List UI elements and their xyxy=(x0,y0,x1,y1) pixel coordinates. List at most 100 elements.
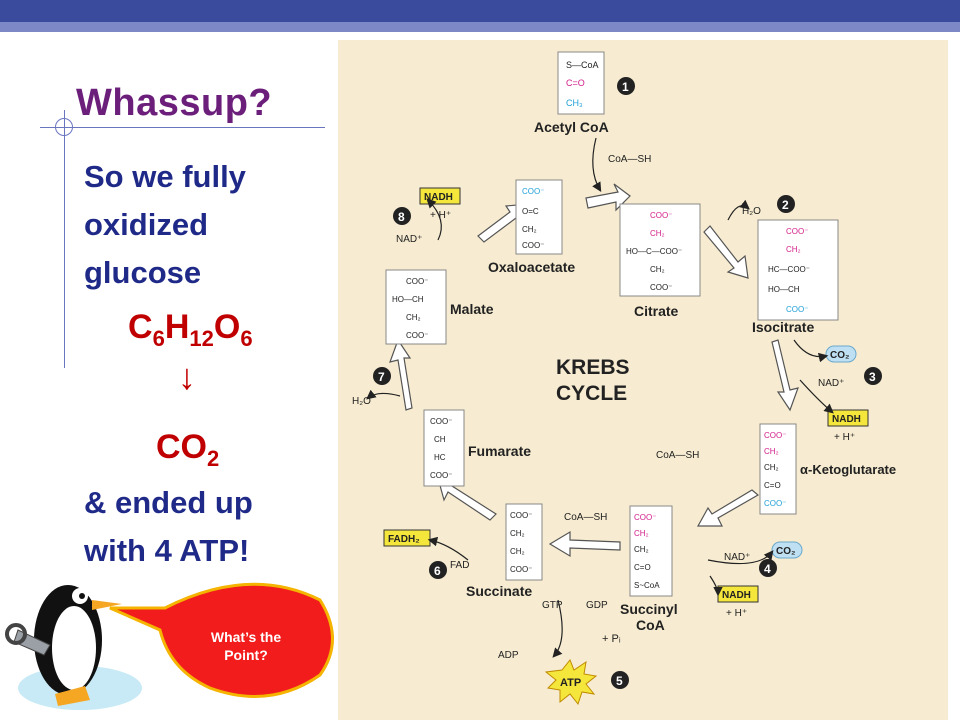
co2-1: CO₂ xyxy=(830,350,849,361)
nadh-3: NADH xyxy=(722,590,751,601)
step-1: 1 xyxy=(622,80,629,94)
svg-text:CH₂: CH₂ xyxy=(510,529,525,538)
rule-circle-decoration xyxy=(55,118,73,136)
penguin-foot xyxy=(55,686,90,706)
svg-text:COO⁻: COO⁻ xyxy=(510,565,532,574)
ketoglutarate-label: α-Ketoglutarate xyxy=(800,462,896,477)
krebs-cycle-diagram: S—CoA C=O CH₃ Acetyl CoA 1 CoA—SH COO⁻ O… xyxy=(338,40,948,720)
top-bar xyxy=(0,0,960,22)
malate-structure xyxy=(385,269,447,345)
gtp: GTP xyxy=(542,600,563,611)
atp-starburst xyxy=(544,659,598,706)
svg-text:COO⁻: COO⁻ xyxy=(406,277,428,286)
svg-text:CH₂: CH₂ xyxy=(406,313,421,322)
fumarate-label: Fumarate xyxy=(468,443,531,459)
body-line-5: with 4 ATP! xyxy=(84,533,250,568)
nadh-1: NADH xyxy=(424,192,453,203)
co2-2: CO₂ xyxy=(776,546,795,557)
svg-text:HO—CH: HO—CH xyxy=(768,285,800,294)
coa-sh-1: CoA—SH xyxy=(608,154,651,165)
body-line-3: glucose xyxy=(84,255,202,290)
svg-text:COO⁻: COO⁻ xyxy=(430,471,452,480)
svg-text:S—CoA: S—CoA xyxy=(566,60,599,70)
svg-text:CH: CH xyxy=(434,435,446,444)
svg-text:HC—COO⁻: HC—COO⁻ xyxy=(768,265,810,274)
ketoglutarate-structure xyxy=(759,423,797,515)
gdp: GDP xyxy=(586,600,608,611)
step-3: 3 xyxy=(869,370,876,384)
side-rule xyxy=(64,110,65,368)
top-bar-accent xyxy=(0,22,960,32)
svg-text:CH₂: CH₂ xyxy=(650,265,665,274)
body-line-4: & ended up xyxy=(84,485,253,520)
svg-text:CH₂: CH₂ xyxy=(510,547,525,556)
succinate-label: Succinate xyxy=(466,583,532,599)
svg-text:COO⁻: COO⁻ xyxy=(786,305,808,314)
citrate-structure xyxy=(619,203,701,297)
coa-sh-2: CoA—SH xyxy=(656,450,699,461)
step-5: 5 xyxy=(616,674,623,688)
cycle-arrows xyxy=(389,183,799,558)
step-2: 2 xyxy=(782,198,789,212)
nad-2: NAD⁺ xyxy=(818,378,844,389)
svg-text:CH₂: CH₂ xyxy=(786,245,801,254)
penguin-illustration xyxy=(5,582,334,710)
oxaloacetate-structure xyxy=(515,179,563,255)
hplus-3: + H⁺ xyxy=(726,608,747,619)
title-rule xyxy=(40,127,325,128)
svg-text:O=C: O=C xyxy=(522,207,539,216)
citrate-label: Citrate xyxy=(634,303,679,319)
svg-text:COO⁻: COO⁻ xyxy=(522,187,544,196)
atp: ATP xyxy=(560,677,581,689)
slide-title: Whassup? xyxy=(76,82,273,124)
body-line-2: oxidized xyxy=(84,207,209,242)
nadh-2: NADH xyxy=(832,414,861,425)
penguin-beak xyxy=(92,600,122,610)
svg-text:COO⁻: COO⁻ xyxy=(522,241,544,250)
step-6: 6 xyxy=(434,564,441,578)
succinate-structure xyxy=(505,503,543,581)
succinyl-coa-structure xyxy=(629,505,673,597)
step-8: 8 xyxy=(398,210,405,224)
hplus-1: + H⁺ xyxy=(430,210,451,221)
reaction-arrow: ↓ xyxy=(178,356,196,397)
svg-text:CH₂: CH₂ xyxy=(634,529,649,538)
svg-text:COO⁻: COO⁻ xyxy=(650,211,672,220)
hplus-2: + H⁺ xyxy=(834,432,855,443)
pi: + Pᵢ xyxy=(602,633,621,645)
oxaloacetate-label: Oxaloacetate xyxy=(488,259,575,275)
svg-text:CH₂: CH₂ xyxy=(764,447,779,456)
svg-text:CH₂: CH₂ xyxy=(764,463,779,472)
speech-bubble xyxy=(110,584,333,697)
svg-text:COO⁻: COO⁻ xyxy=(510,511,532,520)
succinyl-coa-label-2: CoA xyxy=(636,617,665,633)
speech-bubble-text: What’s the Point? xyxy=(210,629,282,663)
svg-text:CH₂: CH₂ xyxy=(650,229,665,238)
malate-label: Malate xyxy=(450,301,494,317)
svg-text:HO—CH: HO—CH xyxy=(392,295,424,304)
step-4: 4 xyxy=(764,562,771,576)
svg-text:CH₂: CH₂ xyxy=(634,545,649,554)
svg-text:CH₃: CH₃ xyxy=(566,98,583,108)
penguin-eye xyxy=(79,593,85,599)
svg-text:CH₂: CH₂ xyxy=(522,225,537,234)
acetyl-coa-structure xyxy=(557,51,605,115)
svg-text:C=O: C=O xyxy=(764,481,781,490)
step-7: 7 xyxy=(378,370,385,384)
svg-text:COO⁻: COO⁻ xyxy=(786,227,808,236)
svg-text:HO—C—COO⁻: HO—C—COO⁻ xyxy=(626,247,682,256)
krebs-title-2: CYCLE xyxy=(556,382,627,405)
glucose-formula: C6H12O6 xyxy=(128,308,253,351)
fadh2: FADH₂ xyxy=(388,534,420,545)
svg-text:COO⁻: COO⁻ xyxy=(406,331,428,340)
svg-text:C=O: C=O xyxy=(634,563,651,572)
svg-text:COO⁻: COO⁻ xyxy=(650,283,672,292)
fad: FAD xyxy=(450,560,469,571)
acetyl-coa-label: Acetyl CoA xyxy=(534,119,609,135)
penguin-belly xyxy=(52,606,96,690)
svg-text:COO⁻: COO⁻ xyxy=(430,417,452,426)
co2-formula: CO2 xyxy=(156,428,220,471)
isocitrate-structure xyxy=(757,219,839,321)
svg-text:S~CoA: S~CoA xyxy=(634,581,660,590)
adp: ADP xyxy=(498,650,519,661)
